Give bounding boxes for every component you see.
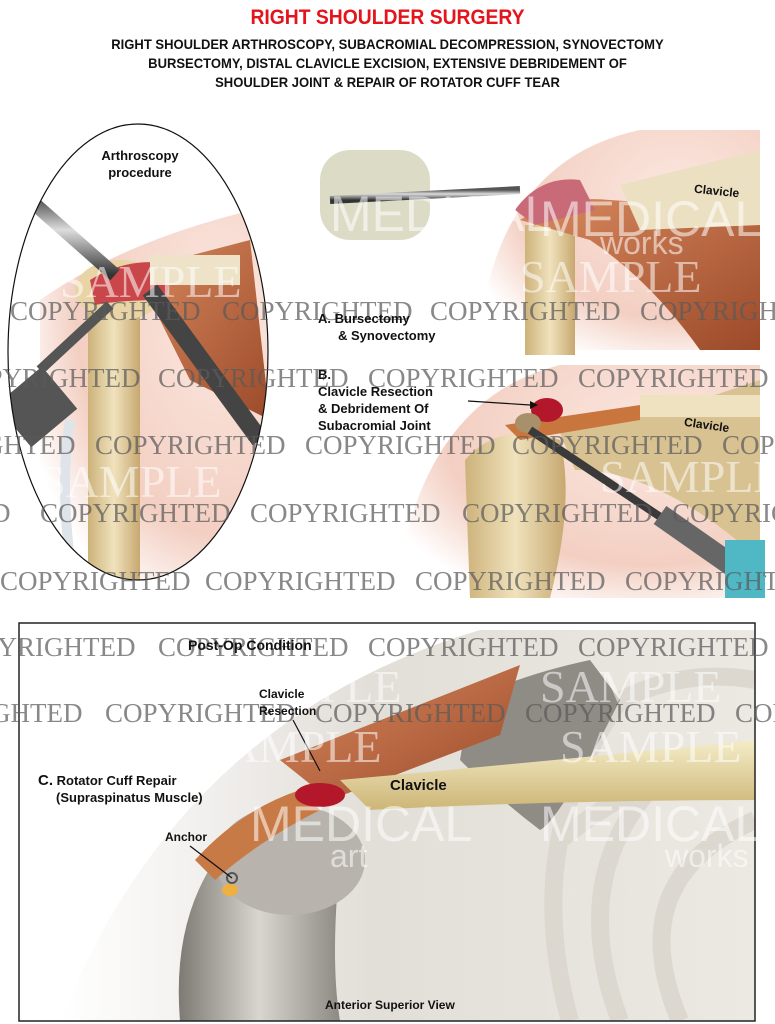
panel-b-illustration bbox=[395, 365, 767, 598]
panel-c-illustration bbox=[19, 623, 755, 1021]
procedure-subtitle: RIGHT SHOULDER ARTHROSCOPY, SUBACROMIAL … bbox=[27, 35, 748, 92]
subtitle-line-2: BURSECTOMY, DISTAL CLAVICLE EXCISION, EX… bbox=[148, 55, 627, 71]
subtitle-line-1: RIGHT SHOULDER ARTHROSCOPY, SUBACROMIAL … bbox=[111, 36, 664, 52]
arthroscopy-procedure-label: Arthroscopy procedure bbox=[101, 148, 179, 180]
anchor-pointer bbox=[189, 845, 233, 879]
step-letter-b: B. bbox=[318, 367, 331, 382]
panel-b-caption: B. Clavicle Resection & Debridement Of S… bbox=[318, 367, 433, 433]
page-title: RIGHT SHOULDER SURGERY bbox=[250, 6, 525, 29]
post-op-heading: Post-Op Condition bbox=[188, 637, 312, 653]
step-letter-a: A. bbox=[318, 311, 331, 326]
panel-c-clavicle-label: Clavicle bbox=[390, 777, 447, 794]
arthroscopy-oval-illustration bbox=[8, 124, 268, 580]
panel-a-caption: A. Bursectomy & Synovectomy bbox=[318, 311, 436, 343]
subtitle-line-3: SHOULDER JOINT & REPAIR OF ROTATOR CUFF … bbox=[215, 74, 560, 90]
resection-pointer bbox=[292, 719, 321, 772]
panel-c-caption: C. Rotator Cuff Repair (Supraspinatus Mu… bbox=[38, 772, 203, 805]
panel-a-illustration bbox=[320, 130, 760, 355]
step-letter-c: C. bbox=[38, 772, 53, 789]
anchor-label: Anchor bbox=[165, 830, 207, 844]
panel-b-pointer bbox=[467, 400, 531, 406]
clavicle-resection-label: Clavicle Resection bbox=[259, 687, 317, 718]
view-label: Anterior Superior View bbox=[325, 998, 455, 1012]
